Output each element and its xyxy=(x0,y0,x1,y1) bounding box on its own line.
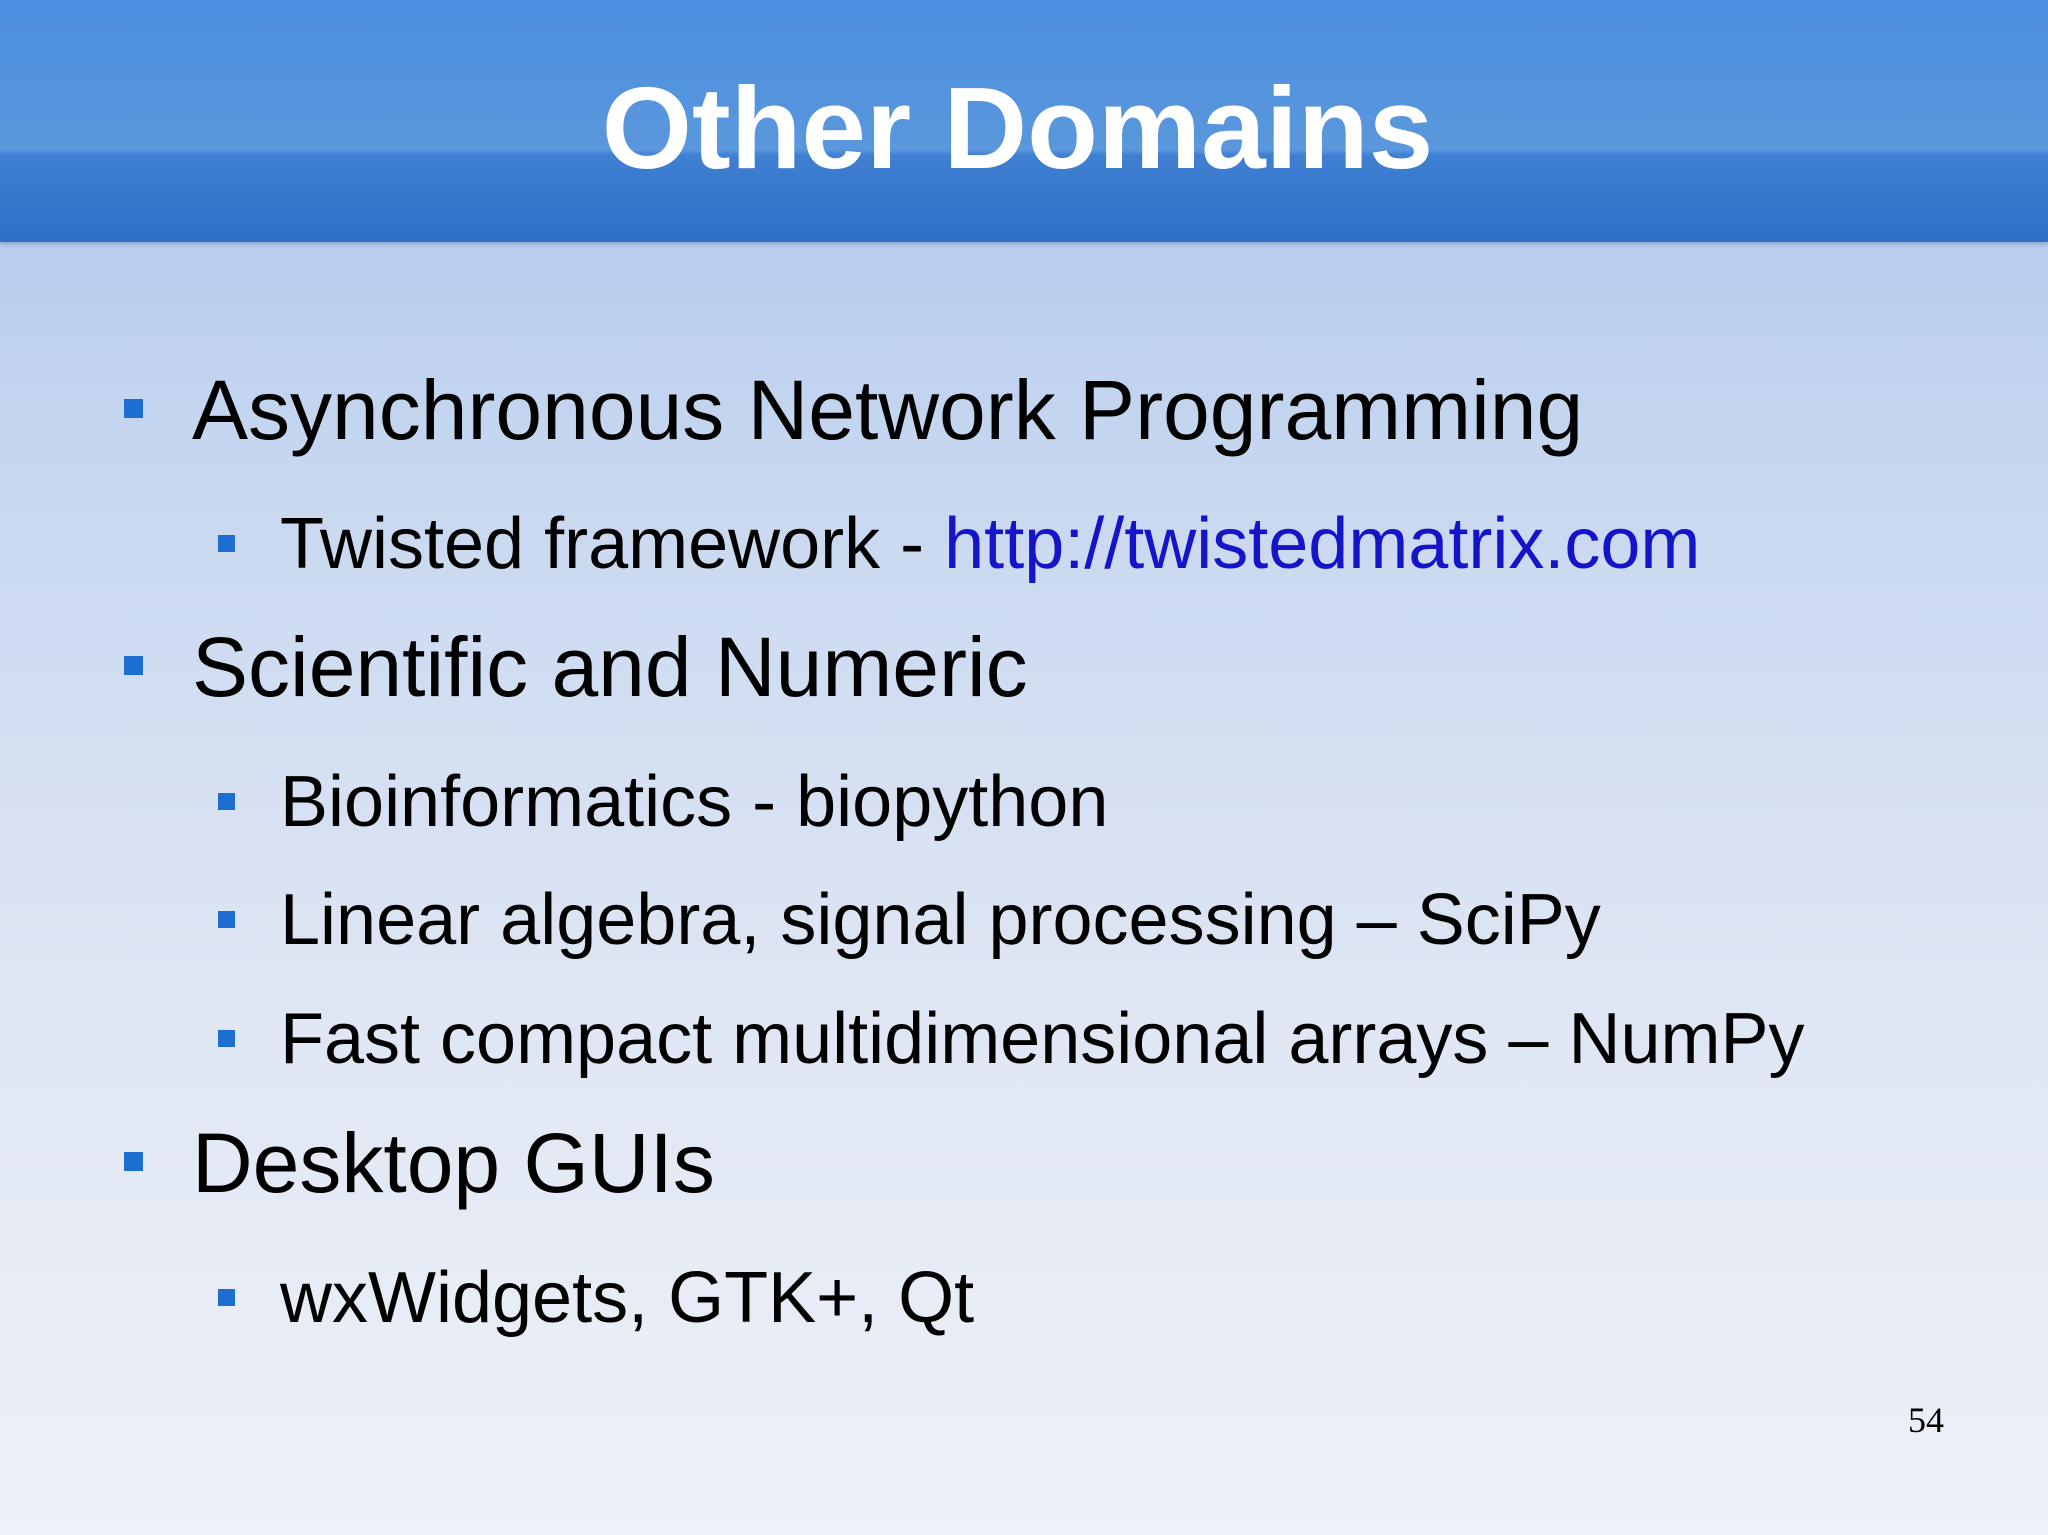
page-number: 54 xyxy=(1908,1400,1944,1440)
bullet-item-scientific: Scientific and Numeric xyxy=(124,617,1028,717)
bullet-text: Linear algebra, signal processing – SciP… xyxy=(280,880,1601,960)
bullet-item-async-network: Asynchronous Network Programming xyxy=(124,360,1583,460)
sub-bullet-item-twisted: Twisted framework - http://twistedmatrix… xyxy=(218,500,1700,588)
sub-bullet-item-gui-toolkits: wxWidgets, GTK+, Qt xyxy=(218,1254,974,1342)
twistedmatrix-link[interactable]: http://twistedmatrix.com xyxy=(944,504,1701,584)
bullet-text: Desktop GUIs xyxy=(192,1116,715,1210)
sub-bullet-item-numpy: Fast compact multidimensional arrays – N… xyxy=(218,995,1805,1083)
square-bullet-icon xyxy=(218,793,235,810)
bullet-text: Asynchronous Network Programming xyxy=(192,363,1584,457)
title-bar: Other Domains xyxy=(0,0,2048,242)
square-bullet-icon xyxy=(218,1289,235,1306)
bullet-item-desktop-guis: Desktop GUIs xyxy=(124,1113,715,1213)
square-bullet-icon xyxy=(124,1152,143,1171)
bullet-text-prefix: Twisted framework - xyxy=(280,504,945,584)
square-bullet-icon xyxy=(218,1030,235,1047)
bullet-text: Scientific and Numeric xyxy=(192,620,1028,714)
bullet-text: Bioinformatics - biopython xyxy=(280,762,1109,842)
square-bullet-icon xyxy=(124,656,143,675)
sub-bullet-item-bioinformatics: Bioinformatics - biopython xyxy=(218,758,1108,846)
square-bullet-icon xyxy=(124,399,143,418)
square-bullet-icon xyxy=(218,911,235,928)
bullet-text: wxWidgets, GTK+, Qt xyxy=(280,1258,975,1338)
bullet-text: Fast compact multidimensional arrays – N… xyxy=(280,999,1805,1079)
slide-title: Other Domains xyxy=(601,63,1434,193)
square-bullet-icon xyxy=(218,535,235,552)
bullet-text: Twisted framework - http://twistedmatrix… xyxy=(280,504,1700,584)
sub-bullet-item-scipy: Linear algebra, signal processing – SciP… xyxy=(218,876,1601,964)
